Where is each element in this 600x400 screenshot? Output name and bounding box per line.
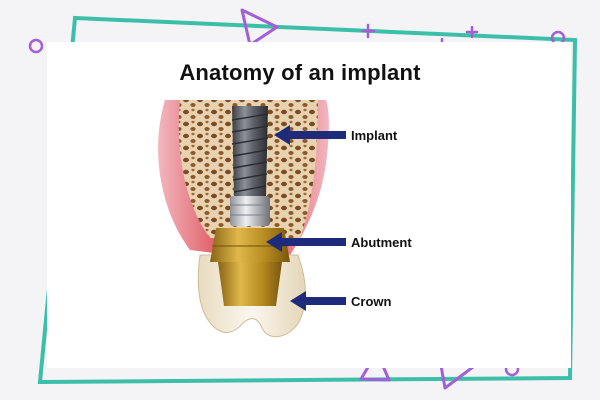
- crown-arrow: [290, 291, 346, 311]
- triangle-icon: [240, 8, 279, 47]
- abutment-arrow: [266, 232, 346, 252]
- diagram-title: Anatomy of an implant: [179, 60, 421, 85]
- plus-icon: [465, 25, 479, 39]
- plus-icon: [360, 23, 376, 39]
- implant-arrow: [274, 125, 346, 145]
- implant-screw: [230, 106, 270, 226]
- circle-icon: [28, 38, 44, 54]
- implant-label: Implant: [351, 128, 398, 143]
- crown-label: Crown: [351, 294, 392, 309]
- abutment-label: Abutment: [351, 235, 412, 250]
- abutment: [210, 228, 290, 306]
